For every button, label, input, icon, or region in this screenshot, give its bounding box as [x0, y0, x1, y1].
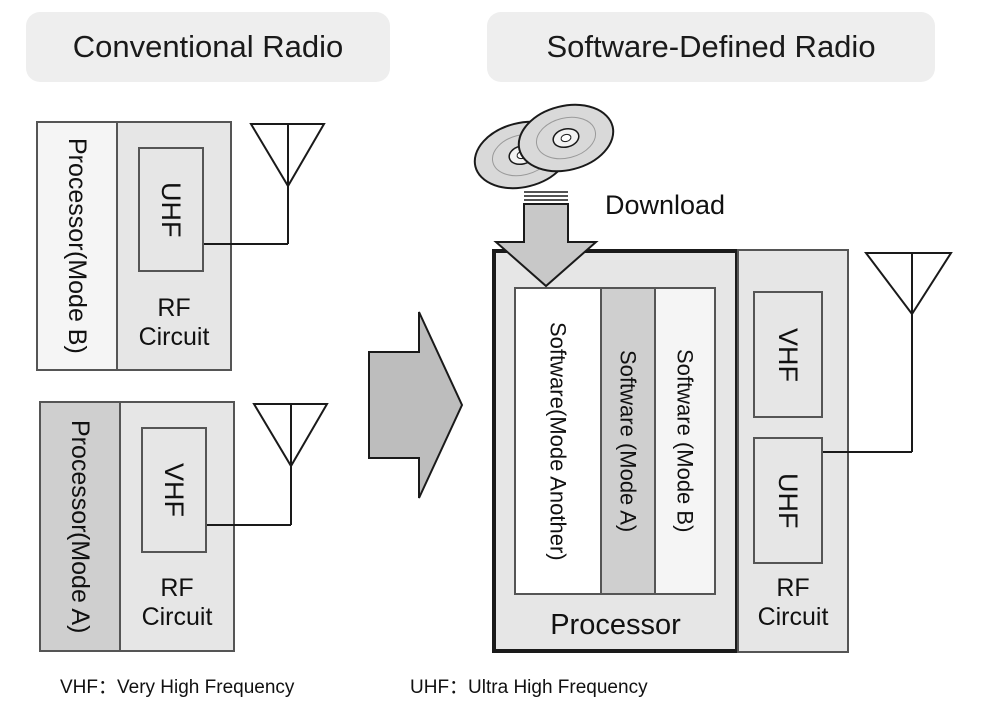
antenna-a-icon [207, 403, 329, 526]
uhf-module-b-label: UHF [156, 181, 187, 238]
rf-circuit-b-line2: Circuit [138, 322, 210, 351]
sdr-rf-circuit-label: RF Circuit [737, 574, 849, 632]
processor-mode-a-line1: Processor [66, 419, 95, 533]
vhf-module-a: VHF [141, 427, 207, 553]
conventional-radio-title: Conventional Radio [72, 29, 344, 64]
download-label: Download [605, 190, 725, 221]
sdr-header: Software-Defined Radio [487, 12, 935, 82]
legend-uhf: UHF：Ultra High Frequency [410, 672, 648, 699]
rf-circuit-b-label: RF Circuit [116, 294, 232, 352]
sdr-title: Software-Defined Radio [546, 29, 876, 64]
legend-uhf-text: UHF：Ultra High Frequency [410, 677, 648, 698]
processor-mode-a-line2: (Mode A) [66, 532, 95, 634]
software-mode-another-line1: Software [545, 321, 571, 409]
software-mode-b: Software (Mode B) [654, 287, 716, 595]
rf-circuit-a-line1: RF [160, 574, 194, 602]
rf-circuit-a-label: RF Circuit [119, 574, 235, 632]
software-discs-icon [473, 103, 615, 190]
antenna-b-icon [204, 123, 326, 245]
sdr-uhf-module-label: UHF [773, 472, 804, 529]
processor-mode-b-line1: Processor [63, 138, 92, 251]
software-mode-another: Software (Mode Another) [514, 287, 602, 595]
sdr-processor-label-text: Processor [550, 608, 681, 641]
software-mode-another-line2: (Mode Another) [545, 408, 571, 561]
sdr-rf-circuit-line1: RF [776, 574, 810, 602]
transition-arrow-icon [368, 311, 464, 499]
download-arrow-icon [493, 191, 599, 288]
legend-vhf-text: VHF：Very High Frequency [60, 677, 295, 698]
software-mode-b-label: Software (Mode B) [672, 349, 698, 533]
sdr-processor-label: Processor [496, 603, 735, 647]
sdr-uhf-module: UHF [753, 437, 823, 564]
conventional-radio-header: Conventional Radio [26, 12, 390, 82]
uhf-module-b: UHF [138, 147, 204, 272]
processor-mode-a-box: Processor (Mode A) [39, 401, 121, 652]
download-label-text: Download [605, 190, 726, 220]
rf-circuit-b-line1: RF [157, 294, 191, 322]
processor-mode-b-box: Processor (Mode B) [36, 121, 118, 371]
processor-mode-b-line2: (Mode B) [63, 250, 92, 354]
sdr-rf-circuit-line2: Circuit [757, 602, 829, 631]
sdr-vhf-module-label: VHF [773, 327, 804, 382]
rf-circuit-a-line2: Circuit [141, 602, 213, 631]
legend-vhf: VHF：Very High Frequency [60, 672, 294, 699]
antenna-sdr-icon [823, 252, 953, 453]
vhf-module-a-label: VHF [159, 463, 190, 517]
software-mode-a-label: Software (Mode A) [615, 349, 641, 533]
sdr-vhf-module: VHF [753, 291, 823, 418]
